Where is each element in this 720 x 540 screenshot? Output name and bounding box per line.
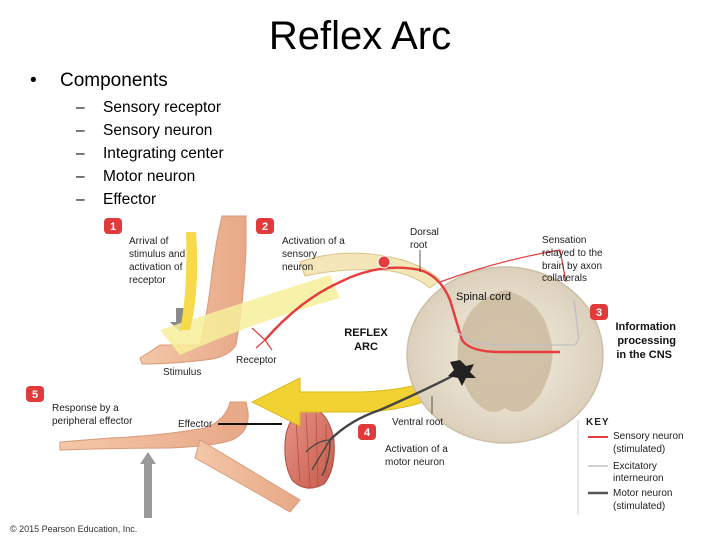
interneuron-path — [454, 299, 580, 346]
dorsal-root-label: Dorsal root — [410, 227, 439, 251]
yellow-vertical-arrow — [180, 232, 198, 330]
gray-up-arrow-icon — [144, 460, 152, 518]
key-title: KEY — [586, 417, 610, 428]
svg-text:Sensory neuron: Sensory neuron — [613, 431, 684, 442]
sensory-neuron-path — [264, 266, 560, 354]
components-heading-text: Components — [60, 70, 168, 91]
svg-text:2: 2 — [262, 221, 268, 233]
sensation-label: Sensation relayed to the brain by axon c… — [542, 235, 603, 284]
dorsal-root-ganglion — [299, 252, 441, 289]
gray-up-arrow-head-icon — [140, 452, 156, 464]
svg-text:5: 5 — [32, 389, 38, 401]
stimulus-label: Stimulus — [163, 367, 201, 378]
step-badge-3: 3 — [590, 304, 608, 320]
svg-text:3: 3 — [596, 307, 602, 319]
svg-text:Information: Information — [616, 321, 677, 333]
receptor-label: Receptor — [236, 355, 277, 366]
lower-arm-extension — [194, 439, 301, 513]
svg-text:1: 1 — [110, 221, 116, 233]
effector-label: Effector — [178, 419, 213, 430]
step-1-label: Arrival of stimulus and activation of re… — [129, 236, 185, 286]
svg-text:root: root — [410, 240, 427, 251]
svg-text:peripheral effector: peripheral effector — [52, 416, 133, 427]
spinal-cord-label: Spinal cord — [456, 291, 511, 303]
list-item-text: Sensory receptor — [103, 99, 222, 116]
sensory-to-brain-path — [439, 249, 567, 283]
receptor-endings — [251, 327, 273, 351]
dash-icon: – — [76, 168, 85, 185]
step-2-label: Activation of a sensory neuron — [282, 236, 345, 273]
svg-text:neuron: neuron — [282, 262, 313, 273]
dash-icon: – — [76, 122, 85, 139]
svg-text:Dorsal: Dorsal — [410, 227, 439, 238]
step-badge-2: 2 — [256, 218, 274, 234]
copyright-text: © 2015 Pearson Education, Inc. — [10, 524, 137, 534]
list-item-text: Motor neuron — [103, 168, 196, 185]
step-4-label: Activation of a motor neuron — [385, 444, 448, 468]
svg-text:REFLEX: REFLEX — [344, 327, 388, 339]
svg-text:brain by axon: brain by axon — [542, 261, 602, 272]
step-badge-4: 4 — [358, 424, 376, 440]
svg-text:motor neuron: motor neuron — [385, 457, 444, 468]
list-item: – Sensory receptor — [76, 96, 224, 119]
slide-title: Reflex Arc — [268, 14, 452, 58]
dermatome-wedge — [160, 275, 340, 355]
svg-text:Activation of a: Activation of a — [385, 444, 448, 455]
svg-text:receptor: receptor — [129, 275, 166, 286]
motor-cell-body-icon — [448, 360, 476, 386]
dash-icon: – — [76, 145, 85, 162]
svg-text:Excitatory: Excitatory — [613, 461, 657, 472]
key-legend: KEY Sensory neuron (stimulated) Excitato… — [577, 417, 708, 518]
svg-text:Arrival of: Arrival of — [129, 236, 169, 247]
motor-terminal-branches — [305, 439, 331, 477]
motor-neuron-path — [329, 370, 461, 441]
svg-text:processing: processing — [617, 335, 676, 347]
components-heading: • Components — [30, 70, 168, 92]
list-item: – Integrating center — [76, 142, 224, 165]
svg-text:Sensation: Sensation — [542, 235, 586, 246]
svg-text:Motor neuron: Motor neuron — [613, 488, 672, 499]
reflex-arc-label: REFLEX ARC — [344, 327, 388, 353]
list-item: – Sensory neuron — [76, 119, 224, 142]
step-badge-5: 5 — [26, 386, 44, 402]
bullet-icon: • — [30, 70, 37, 91]
svg-text:(stimulated): (stimulated) — [613, 501, 665, 512]
svg-text:activation of: activation of — [129, 262, 183, 273]
step-badge-1: 1 — [104, 218, 122, 234]
list-item: – Effector — [76, 188, 224, 211]
svg-text:relayed to the: relayed to the — [542, 248, 603, 259]
list-item-text: Sensory neuron — [103, 122, 213, 139]
dash-icon: – — [76, 99, 85, 116]
dash-icon: – — [76, 191, 85, 208]
list-item-text: Integrating center — [103, 145, 224, 162]
svg-text:sensory: sensory — [282, 249, 317, 260]
step-5-label: Response by a peripheral effector — [52, 403, 133, 427]
svg-text:stimulus and: stimulus and — [129, 249, 185, 260]
step-3-label: Information processing in the CNS — [616, 321, 677, 361]
list-item: – Motor neuron — [76, 165, 224, 188]
components-list: – Sensory receptor – Sensory neuron – Integ… — [76, 96, 224, 211]
sensory-neuron-cell-body-icon — [377, 255, 391, 269]
svg-text:ARC: ARC — [354, 341, 378, 353]
list-item-text: Effector — [103, 191, 157, 208]
ventral-root-label: Ventral root — [392, 417, 443, 428]
svg-text:4: 4 — [364, 427, 371, 439]
svg-text:in the CNS: in the CNS — [616, 349, 672, 361]
svg-text:Response by a: Response by a — [52, 403, 119, 414]
svg-text:collaterals: collaterals — [542, 273, 587, 284]
svg-text:Activation of a: Activation of a — [282, 236, 345, 247]
svg-text:(stimulated): (stimulated) — [613, 444, 665, 455]
svg-text:interneuron: interneuron — [613, 473, 664, 484]
